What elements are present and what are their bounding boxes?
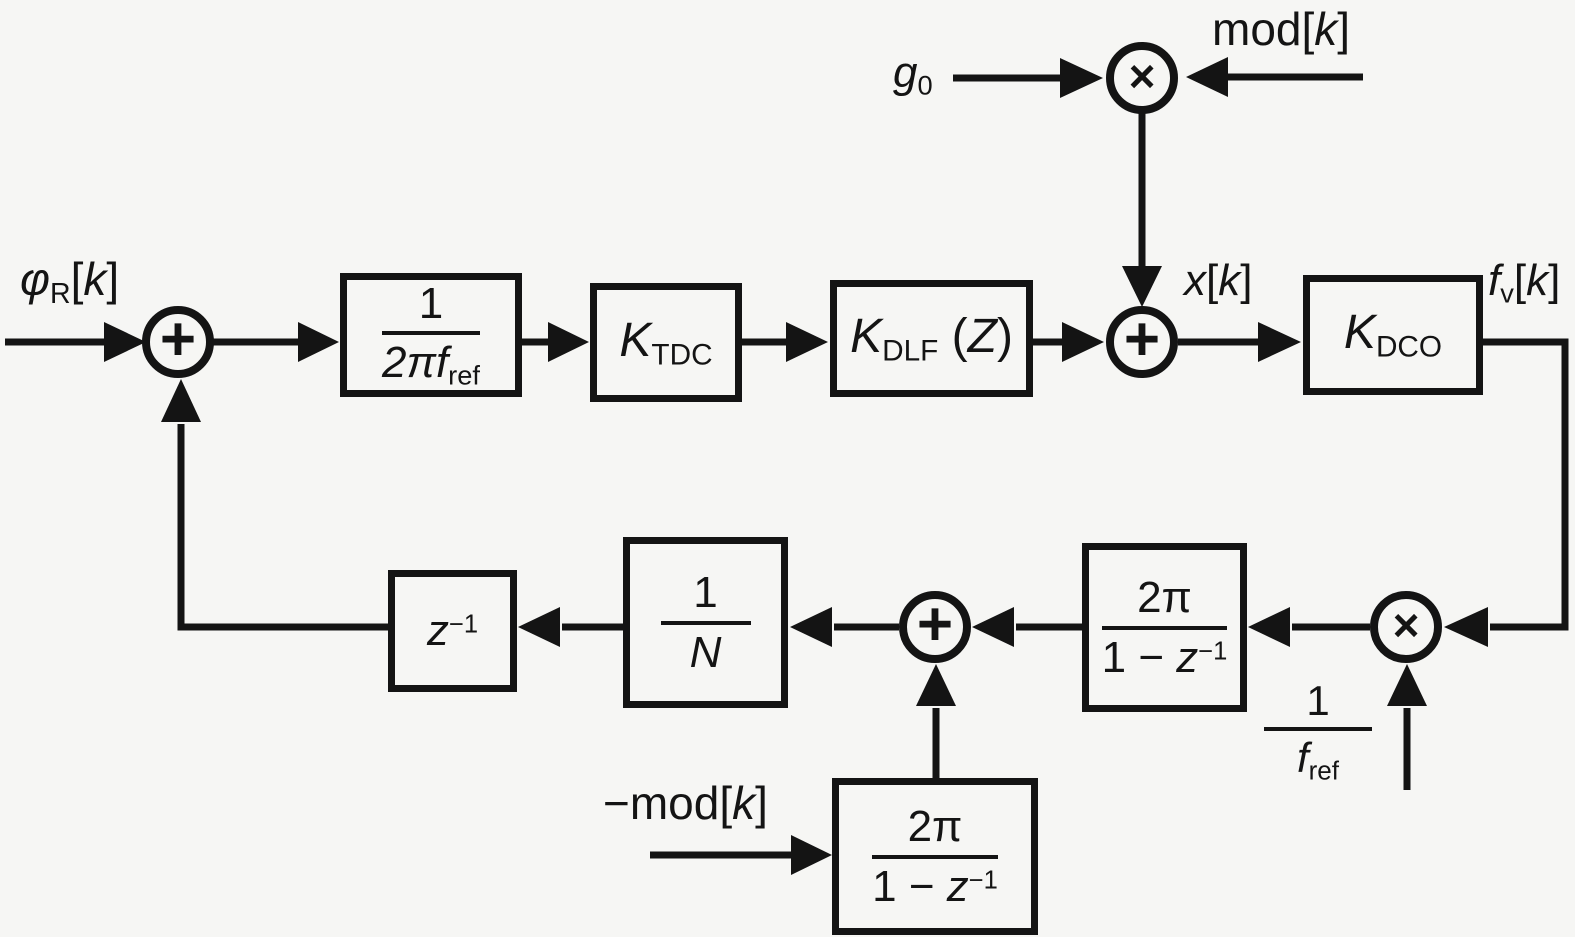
fraction-bar — [381, 331, 480, 336]
fraction-bar — [1101, 625, 1228, 630]
accum-bottom-fraction: 2π 1 − z−1 — [872, 803, 998, 910]
fraction-bar — [660, 620, 751, 625]
block-kdlf: KDLF (Z) — [830, 280, 1033, 397]
block-divide-by-n: 1 N — [623, 537, 788, 708]
arrowhead-into-adder2 — [1062, 322, 1104, 362]
label-phi-r-input: φR[k] — [20, 253, 120, 310]
arrowhead-into-multiplier1-right — [1186, 57, 1228, 97]
block-delay: z−1 — [388, 570, 517, 692]
adder3-feedback: + — [899, 591, 971, 663]
times-icon: × — [1128, 50, 1156, 102]
arrowhead-into-multiplier2 — [1444, 607, 1488, 647]
plus-icon: + — [1123, 305, 1161, 374]
block-ktdc: KTDC — [590, 283, 742, 402]
adder2-mod-inject: + — [1106, 306, 1178, 378]
wire-delay-to-adder1 — [177, 424, 388, 631]
arrowhead-into-divn — [790, 607, 832, 647]
plus-icon: + — [159, 305, 197, 374]
multiplier2-fref-scale: × — [1370, 591, 1442, 663]
times-icon: × — [1392, 599, 1420, 651]
divn-numerator: 1 — [693, 567, 718, 617]
arrowhead-into-multiplier1-left — [1060, 58, 1103, 98]
adder1-phase-detector: + — [142, 306, 214, 378]
multiplier1-mod-gain: × — [1106, 42, 1178, 114]
divn-denominator: N — [689, 627, 722, 677]
arrowhead-into-accum-bottom — [791, 835, 832, 875]
arrowhead-into-delay — [518, 607, 560, 647]
ref-scale-numerator: 1 — [418, 278, 444, 328]
inv-fref-numerator: 1 — [1306, 677, 1330, 724]
ref-scale-fraction: 1 2πfref — [381, 278, 480, 391]
ktdc-label: KTDC — [619, 313, 713, 372]
arrowhead-up-into-adder3 — [916, 664, 956, 706]
inv-fref-denominator: fref — [1296, 734, 1340, 786]
kdco-label: KDCO — [1343, 306, 1443, 364]
plus-icon: + — [916, 590, 954, 659]
delay-label: z−1 — [426, 606, 479, 655]
label-mod-k: mod[k] — [1212, 3, 1351, 55]
arrowhead-up-into-adder1 — [161, 379, 201, 422]
block-accumulator-right: 2π 1 − z−1 — [1082, 543, 1247, 712]
label-inv-fref: 1 fref — [1264, 678, 1372, 785]
arrowhead-into-adder3 — [972, 607, 1014, 647]
block-kdco: KDCO — [1303, 275, 1483, 395]
label-fv-k: fv[k] — [1488, 256, 1561, 309]
wire-output-feedback — [1483, 338, 1569, 631]
accum-bottom-denominator: 1 − z−1 — [872, 861, 998, 911]
divn-fraction: 1 N — [660, 567, 751, 677]
label-g0: g0 — [893, 48, 933, 101]
arrowhead-into-dlf — [786, 322, 828, 362]
ref-scale-denominator: 2πfref — [381, 338, 480, 391]
fraction-bar — [1264, 727, 1372, 732]
accum-right-numerator: 2π — [1137, 572, 1192, 622]
label-x-k: x[k] — [1184, 256, 1253, 305]
arrowhead-down-into-adder2 — [1122, 266, 1162, 307]
kdlf-label: KDLF (Z) — [850, 309, 1013, 368]
block-accumulator-bottom: 2π 1 − z−1 — [832, 778, 1038, 935]
arrowhead-into-refscale — [298, 322, 339, 362]
fraction-bar — [872, 854, 998, 859]
accum-bottom-numerator: 2π — [907, 801, 963, 851]
arrowhead-into-accum-right — [1248, 607, 1290, 647]
accum-right-denominator: 1 − z−1 — [1101, 632, 1228, 682]
block-ref-scale: 1 2πfref — [340, 273, 522, 397]
accum-right-fraction: 2π 1 − z−1 — [1101, 572, 1228, 682]
arrowhead-up-into-multiplier2 — [1387, 664, 1427, 706]
arrowhead-into-adder1 — [104, 322, 146, 362]
label-neg-mod-k: −mod[k] — [603, 777, 768, 829]
arrowhead-into-tdc — [548, 322, 589, 362]
arrowhead-into-dco — [1258, 322, 1301, 362]
